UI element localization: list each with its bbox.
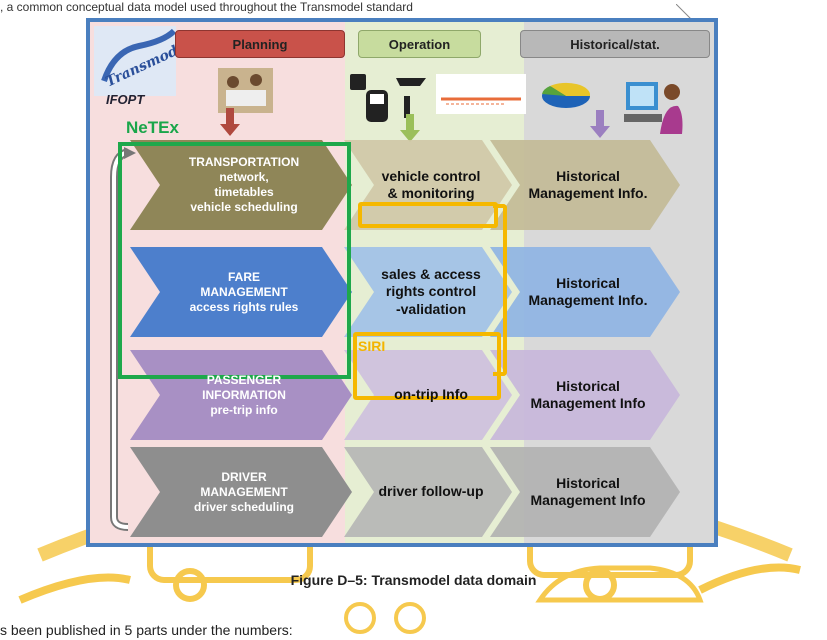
siri-scope-box bbox=[353, 332, 501, 400]
siri-label: SIRI bbox=[358, 338, 386, 354]
label-line: sales & access bbox=[381, 265, 481, 282]
route-map-icon bbox=[436, 74, 526, 114]
tab-operation: Operation bbox=[358, 30, 481, 58]
label-line: DRIVER bbox=[221, 469, 267, 484]
label-line: MANAGEMENT bbox=[200, 484, 288, 499]
label-line: Management Info bbox=[530, 492, 646, 508]
label-line: & monitoring bbox=[387, 185, 475, 201]
transmodel-domain-diagram: Transmodel IFOPT Planning Operation Hist… bbox=[86, 18, 718, 547]
label-line: PASSENGER bbox=[206, 372, 282, 387]
label-line: MANAGEMENT bbox=[200, 284, 288, 299]
label-line: FARE bbox=[227, 269, 260, 284]
body-text-line: s been published in 5 parts under the nu… bbox=[0, 622, 293, 638]
bus-train-ship-icon bbox=[350, 74, 426, 122]
label-line: vehicle scheduling bbox=[190, 200, 298, 214]
label-line: vehicle control bbox=[381, 167, 481, 184]
label-line: -validation bbox=[395, 300, 466, 317]
netex-scope-box bbox=[118, 142, 351, 379]
label-line: driver scheduling bbox=[193, 499, 295, 514]
label-line: INFORMATION bbox=[202, 387, 286, 402]
label-line: rights control bbox=[385, 283, 477, 300]
siri-scope-box bbox=[358, 202, 498, 228]
operation-chevron-label: on-trip Info bbox=[360, 386, 496, 404]
tab-historical-stat: Historical/stat. bbox=[520, 30, 710, 58]
computer-user-icon bbox=[624, 82, 683, 134]
label-line: Historical bbox=[556, 167, 620, 184]
down-arrow-icon bbox=[400, 114, 420, 142]
down-arrow-icon bbox=[220, 108, 240, 136]
transmodel-logo: Transmodel bbox=[94, 26, 176, 96]
operation-chevron: driver follow-up bbox=[344, 447, 512, 537]
label-line: Historical bbox=[556, 274, 620, 291]
label-line: network, bbox=[219, 170, 269, 184]
netex-label: NeTEx bbox=[126, 118, 179, 137]
operation-chevron-label: driver follow-up bbox=[345, 483, 512, 501]
top-text-line: , a common conceptual data model used th… bbox=[0, 0, 413, 14]
operation-chevron: on-trip Info bbox=[344, 350, 512, 440]
label-line: on-trip Info bbox=[394, 386, 468, 403]
figure-caption: Figure D–5: Transmodel data domain bbox=[290, 572, 537, 588]
label-line: timetables bbox=[214, 185, 274, 199]
label-line: access rights rules bbox=[189, 299, 299, 314]
pie-chart-icon bbox=[542, 82, 591, 108]
label-line: Management Info. bbox=[528, 185, 648, 201]
label-line: Historical bbox=[556, 474, 620, 491]
tab-planning: Planning bbox=[175, 30, 345, 58]
operation-chevron-label: vehicle control& monitoring bbox=[348, 168, 509, 203]
meeting-people-icon bbox=[218, 68, 273, 113]
label-line: Historical bbox=[556, 377, 620, 394]
operation-chevron: vehicle control& monitoring bbox=[344, 140, 512, 230]
down-arrow-icon bbox=[590, 110, 610, 138]
label-line: Management Info bbox=[530, 395, 646, 411]
label-line: Management Info. bbox=[528, 292, 648, 308]
ifopt-label: IFOPT bbox=[106, 92, 145, 107]
label-line: driver follow-up bbox=[378, 483, 484, 500]
label-line: pre-trip info bbox=[210, 402, 278, 417]
label-line: TRANSPORTATION bbox=[188, 155, 300, 169]
